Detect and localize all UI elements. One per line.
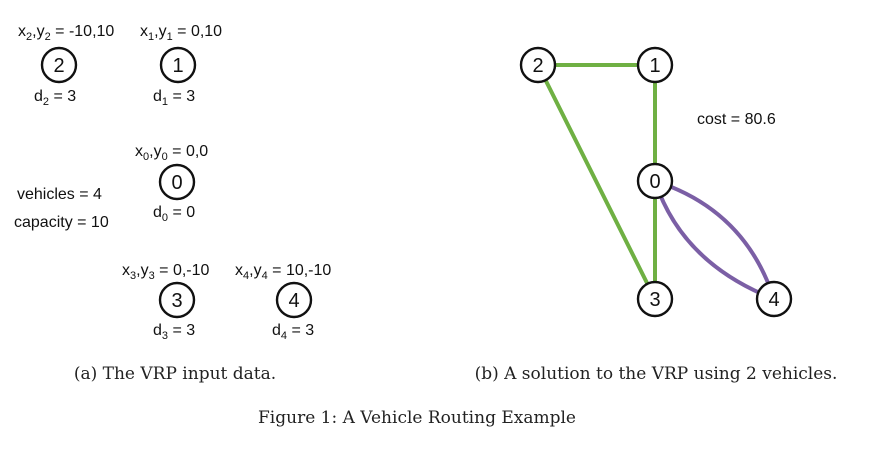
input-node-0: x0,y0 = 0,0 0 d0 = 0: [135, 143, 208, 224]
route-green: [536, 63, 657, 301]
solution-node-1: 1: [636, 46, 674, 84]
solution-node-0: 0: [636, 162, 674, 200]
solution-node-3: 3: [636, 280, 674, 318]
solution-node-0-label: 0: [649, 171, 660, 193]
solution-node-4-circle: [755, 280, 793, 318]
input-node-3: x3,y3 = 0,-10 3 d3 = 3: [122, 262, 210, 342]
figure-caption: Figure 1: A Vehicle Routing Example: [258, 408, 576, 428]
node-2-circle: [40, 46, 78, 84]
input-node-2: x2,y2 = -10,10 2 d2 = 3: [18, 23, 114, 108]
edge-0-4: [653, 179, 776, 301]
solution-node-1-circle: [636, 46, 674, 84]
panel-a: x2,y2 = -10,10 2 d2 = 3 x1,y1 = 0,10 1 d…: [14, 23, 331, 384]
caption-b: (b) A solution to the VRP using 2 vehicl…: [475, 364, 838, 384]
solution-node-4-label: 4: [768, 289, 779, 311]
node-3-coords: x3,y3 = 0,-10: [122, 262, 210, 282]
node-2-coords: x2,y2 = -10,10: [18, 23, 114, 43]
node-4-circle: [275, 281, 313, 319]
node-1-circle: [159, 46, 197, 84]
node-4-demand: d4 = 3: [272, 322, 314, 342]
node-0-label: 0: [171, 172, 182, 194]
node-0-demand: d0 = 0: [153, 204, 195, 224]
node-1-label: 1: [172, 55, 183, 77]
node-3-demand: d3 = 3: [153, 322, 195, 342]
node-3-circle: [158, 281, 196, 319]
cost-label: cost = 80.6: [697, 111, 776, 128]
edge-2-3: [536, 63, 657, 301]
solution-node-3-label: 3: [649, 289, 660, 311]
input-node-1: x1,y1 = 0,10 1 d1 = 3: [140, 23, 222, 108]
node-4-label: 4: [288, 290, 299, 312]
solution-node-0-circle: [636, 162, 674, 200]
solution-node-2: 2: [519, 46, 557, 84]
node-1-demand: d1 = 3: [153, 88, 195, 108]
node-3-label: 3: [171, 290, 182, 312]
vehicles-text: vehicles = 4: [17, 186, 102, 203]
route-purple: [653, 179, 776, 301]
node-1-coords: x1,y1 = 0,10: [140, 23, 222, 43]
node-2-label: 2: [53, 55, 64, 77]
solution-node-4: 4: [755, 280, 793, 318]
node-4-coords: x4,y4 = 10,-10: [235, 262, 331, 282]
solution-node-2-circle: [519, 46, 557, 84]
capacity-text: capacity = 10: [14, 214, 109, 231]
edge-4-0: [653, 179, 776, 301]
caption-a: (a) The VRP input data.: [74, 364, 276, 384]
node-0-coords: x0,y0 = 0,0: [135, 143, 208, 163]
solution-node-1-label: 1: [649, 55, 660, 77]
panel-b: 2 1 0 3 4 cost = 80.6 (b) A solution to …: [475, 46, 838, 384]
node-2-demand: d2 = 3: [34, 88, 76, 108]
node-0-circle: [158, 163, 196, 201]
solution-node-2-label: 2: [532, 55, 543, 77]
input-node-4: x4,y4 = 10,-10 4 d4 = 3: [235, 262, 331, 342]
solution-node-3-circle: [636, 280, 674, 318]
